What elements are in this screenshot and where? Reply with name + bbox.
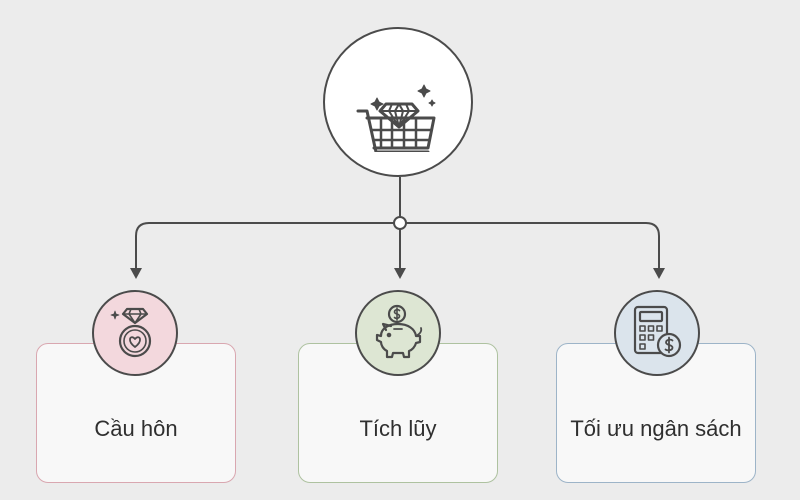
junction-node: [393, 216, 407, 230]
badge-saving: [355, 290, 441, 376]
badge-proposal: [92, 290, 178, 376]
calculator-dollar-icon: [633, 305, 682, 358]
branch-label-budget: Tối ưu ngân sách: [570, 416, 742, 441]
diamond-ring-icon: [110, 307, 152, 358]
shopping-cart-diamond-icon: [356, 84, 436, 152]
arrowhead-left: [130, 268, 142, 279]
piggy-bank-icon: [375, 304, 423, 359]
arrowhead-center: [394, 268, 406, 279]
branch-label-saving: Tích lũy: [359, 416, 437, 441]
branch-label-proposal: Cầu hôn: [94, 416, 178, 441]
arrowhead-right: [653, 268, 665, 279]
badge-budget: [614, 290, 700, 376]
root-node: [323, 27, 473, 177]
